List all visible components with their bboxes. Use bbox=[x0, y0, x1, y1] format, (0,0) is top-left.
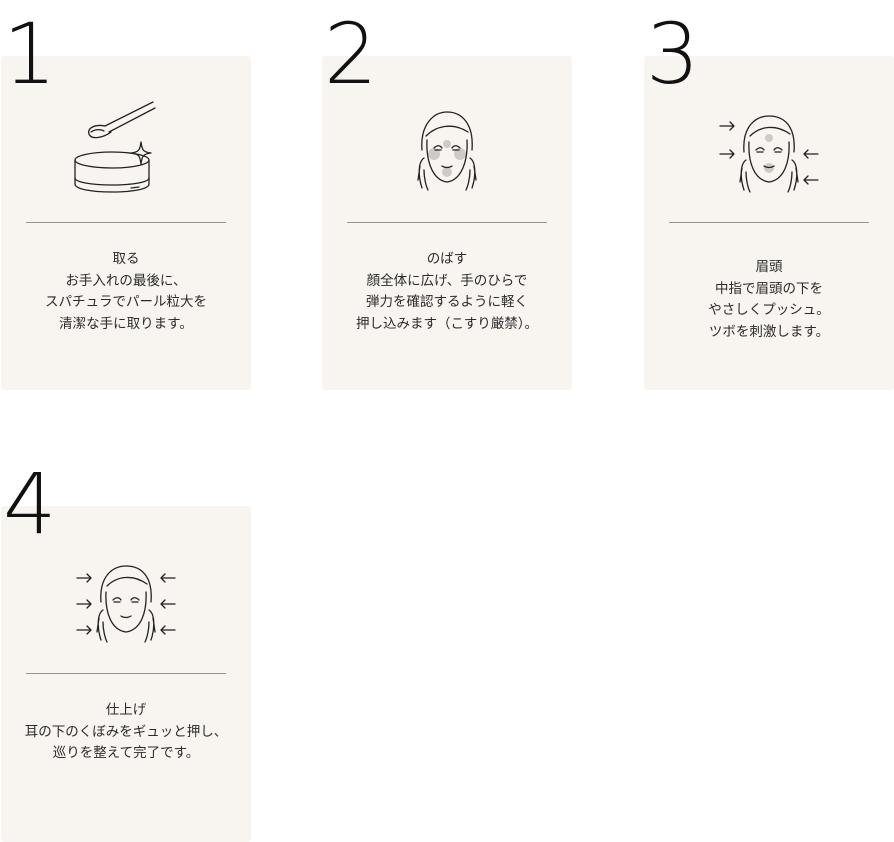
step-card bbox=[1, 506, 251, 842]
step-number: 1 bbox=[3, 5, 56, 103]
face-hands-icon bbox=[322, 110, 572, 192]
step-4: 4 仕上げ 耳の下のくぼみをギュッと押し、 巡りを整 bbox=[1, 462, 251, 842]
divider bbox=[347, 222, 547, 223]
step-3: 3 眉頭 中指で眉頭の下を やさしくプッシュ。 bbox=[644, 12, 894, 392]
step-card bbox=[644, 56, 894, 390]
step-2: 2 のばす 顔全体に広げ、手のひらで 弾力を確認する bbox=[322, 12, 572, 392]
step-card bbox=[1, 56, 251, 390]
step-title: 仕上げ bbox=[105, 702, 147, 718]
step-title: 眉頭 bbox=[755, 259, 783, 275]
step-line: 押し込みます（こすり厳禁）。 bbox=[356, 315, 538, 332]
step-line: スパチュラでパール粒大を bbox=[45, 294, 207, 310]
step-line: 弾力を確認するように軽く bbox=[366, 294, 528, 310]
step-card bbox=[322, 56, 572, 390]
step-description: のばす 顔全体に広げ、手のひらで 弾力を確認するように軽く 押し込みます（こすり… bbox=[322, 249, 572, 335]
step-title: 取る bbox=[112, 251, 140, 267]
divider bbox=[26, 673, 226, 674]
step-description: 仕上げ 耳の下のくぼみをギュッと押し、 巡りを整えて完了です。 bbox=[1, 700, 251, 765]
step-line: 巡りを整えて完了です。 bbox=[52, 745, 200, 761]
step-description: 取る お手入れの最後に、 スパチュラでパール粒大を 清潔な手に取ります。 bbox=[1, 249, 251, 335]
face-ear-press-icon bbox=[1, 562, 251, 644]
divider bbox=[26, 222, 226, 223]
step-1: 1 取る お手入れの最後に、 スパチュラでパール粒大を 清潔な手に取ります。 bbox=[1, 12, 251, 392]
step-line: 耳の下のくぼみをギュッと押し、 bbox=[24, 723, 228, 740]
step-line: やさしくプッシュ。 bbox=[708, 302, 830, 318]
step-number: 4 bbox=[3, 455, 56, 553]
step-line: 清潔な手に取ります。 bbox=[59, 315, 193, 332]
step-line: ツボを刺激します。 bbox=[708, 323, 830, 340]
step-line: 中指で眉頭の下を bbox=[715, 280, 823, 297]
step-line: 顔全体に広げ、手のひらで bbox=[366, 272, 528, 289]
step-description: 眉頭 中指で眉頭の下を やさしくプッシュ。 ツボを刺激します。 bbox=[644, 257, 894, 343]
step-number: 2 bbox=[324, 5, 377, 103]
step-title: のばす bbox=[426, 251, 468, 267]
step-line: お手入れの最後に、 bbox=[65, 272, 187, 289]
spatula-jar-icon bbox=[1, 96, 251, 196]
divider bbox=[669, 222, 869, 223]
step-number: 3 bbox=[646, 5, 699, 103]
face-brow-press-icon bbox=[644, 112, 894, 194]
